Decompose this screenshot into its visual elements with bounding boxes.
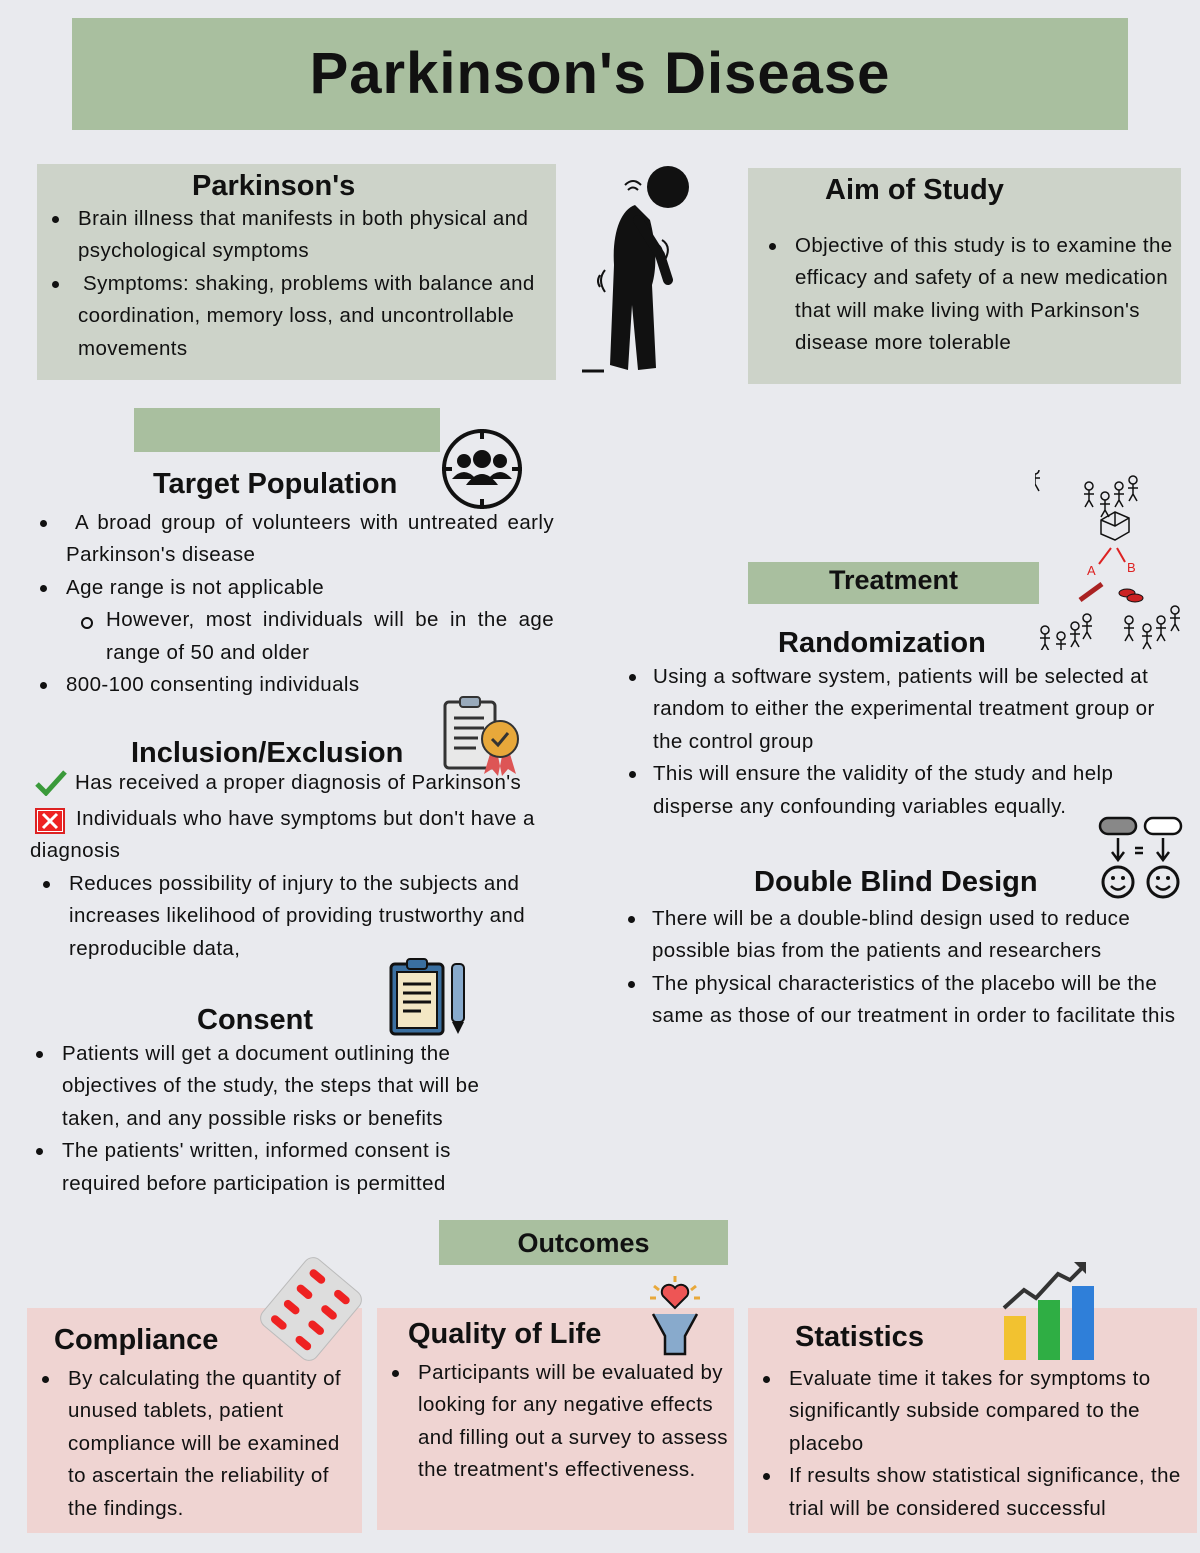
group-a-label: A xyxy=(1087,563,1096,578)
inclusion-heading: Inclusion/Exclusion xyxy=(131,737,404,769)
list-item: A broad group of volunteers with untreat… xyxy=(40,507,554,572)
consent-document-icon xyxy=(389,958,465,1036)
randomization-heading: Randomization xyxy=(778,627,986,659)
consent-heading: Consent xyxy=(197,1004,313,1036)
pill-blister-icon xyxy=(260,1257,362,1361)
parkinsons-heading: Parkinson's xyxy=(192,170,356,202)
list-item: 800-100 consenting individuals xyxy=(40,669,554,701)
double-blind-heading: Double Blind Design xyxy=(754,866,1038,898)
page-title: Parkinson's Disease xyxy=(309,41,891,106)
statistics-heading: Statistics xyxy=(795,1321,924,1353)
compliance-list: By calculating the quantity of unused ta… xyxy=(42,1363,353,1525)
list-item: Symptoms: shaking, problems with balance… xyxy=(52,268,548,365)
list-item: The patients' written, informed consent … xyxy=(36,1135,532,1200)
quality-of-life-list: Participants will be evaluated by lookin… xyxy=(392,1357,733,1487)
double-blind-list: There will be a double-blind design used… xyxy=(628,903,1187,1033)
randomization-list: Using a software system, patients will b… xyxy=(629,661,1183,823)
treatment-banner: Treatment xyxy=(748,562,1039,604)
list-item: Brain illness that manifests in both phy… xyxy=(52,203,548,268)
clipboard-certificate-icon xyxy=(443,696,519,776)
consent-list: Patients will get a document outlining t… xyxy=(36,1038,532,1200)
list-item: The physical characteristics of the plac… xyxy=(628,968,1187,1033)
treatment-label: Treatment xyxy=(828,565,959,595)
parkinsons-list: Brain illness that manifests in both phy… xyxy=(52,203,548,365)
title-banner: Parkinson's Disease xyxy=(72,18,1128,130)
list-item: Patients will get a document outlining t… xyxy=(36,1038,532,1135)
parkinsons-person-icon xyxy=(582,166,689,373)
outcomes-banner: Outcomes xyxy=(439,1220,728,1265)
bar-chart-growth-icon xyxy=(1002,1262,1094,1360)
compliance-heading: Compliance xyxy=(54,1324,219,1356)
heart-person-icon xyxy=(650,1276,700,1356)
target-list: A broad group of volunteers with untreat… xyxy=(40,507,554,701)
list-item: By calculating the quantity of unused ta… xyxy=(42,1363,353,1525)
quality-of-life-heading: Quality of Life xyxy=(408,1318,602,1350)
list-item: There will be a double-blind design used… xyxy=(628,903,1187,968)
target-heading: Target Population xyxy=(153,468,398,500)
aim-list: Objective of this study is to examine th… xyxy=(769,230,1175,360)
exclusion-x-icon xyxy=(35,808,65,834)
randomization-illustration-icon: A B xyxy=(1035,470,1181,650)
outcomes-label: Outcomes xyxy=(517,1228,650,1258)
list-item: Reduces possibility of injury to the sub… xyxy=(43,868,569,965)
checkmark-icon xyxy=(35,770,67,796)
list-item: Objective of this study is to examine th… xyxy=(769,230,1175,360)
list-item: If results show statistical significance… xyxy=(763,1460,1194,1525)
list-item: Age range is not applicable xyxy=(40,572,554,604)
inclusion-criterion: Has received a proper diagnosis of Parki… xyxy=(75,771,522,794)
target-population-icon xyxy=(442,429,522,509)
double-blind-icon xyxy=(1098,816,1183,899)
list-item: Participants will be evaluated by lookin… xyxy=(392,1357,733,1487)
statistics-box xyxy=(748,1308,1197,1533)
aim-box xyxy=(748,168,1181,384)
list-item: This will ensure the validity of the stu… xyxy=(629,758,1183,823)
section-banner xyxy=(134,408,440,452)
inclusion-list: Reduces possibility of injury to the sub… xyxy=(43,868,569,965)
statistics-list: Evaluate time it takes for symptoms to s… xyxy=(763,1363,1194,1525)
list-item: However, most individuals will be in the… xyxy=(81,604,554,669)
group-b-label: B xyxy=(1127,560,1136,575)
list-item: Evaluate time it takes for symptoms to s… xyxy=(763,1363,1194,1460)
parkinsons-box xyxy=(37,164,556,380)
list-item: Using a software system, patients will b… xyxy=(629,661,1183,758)
aim-heading: Aim of Study xyxy=(825,174,1004,206)
exclusion-criterion: Individuals who have symptoms but don't … xyxy=(30,807,535,863)
